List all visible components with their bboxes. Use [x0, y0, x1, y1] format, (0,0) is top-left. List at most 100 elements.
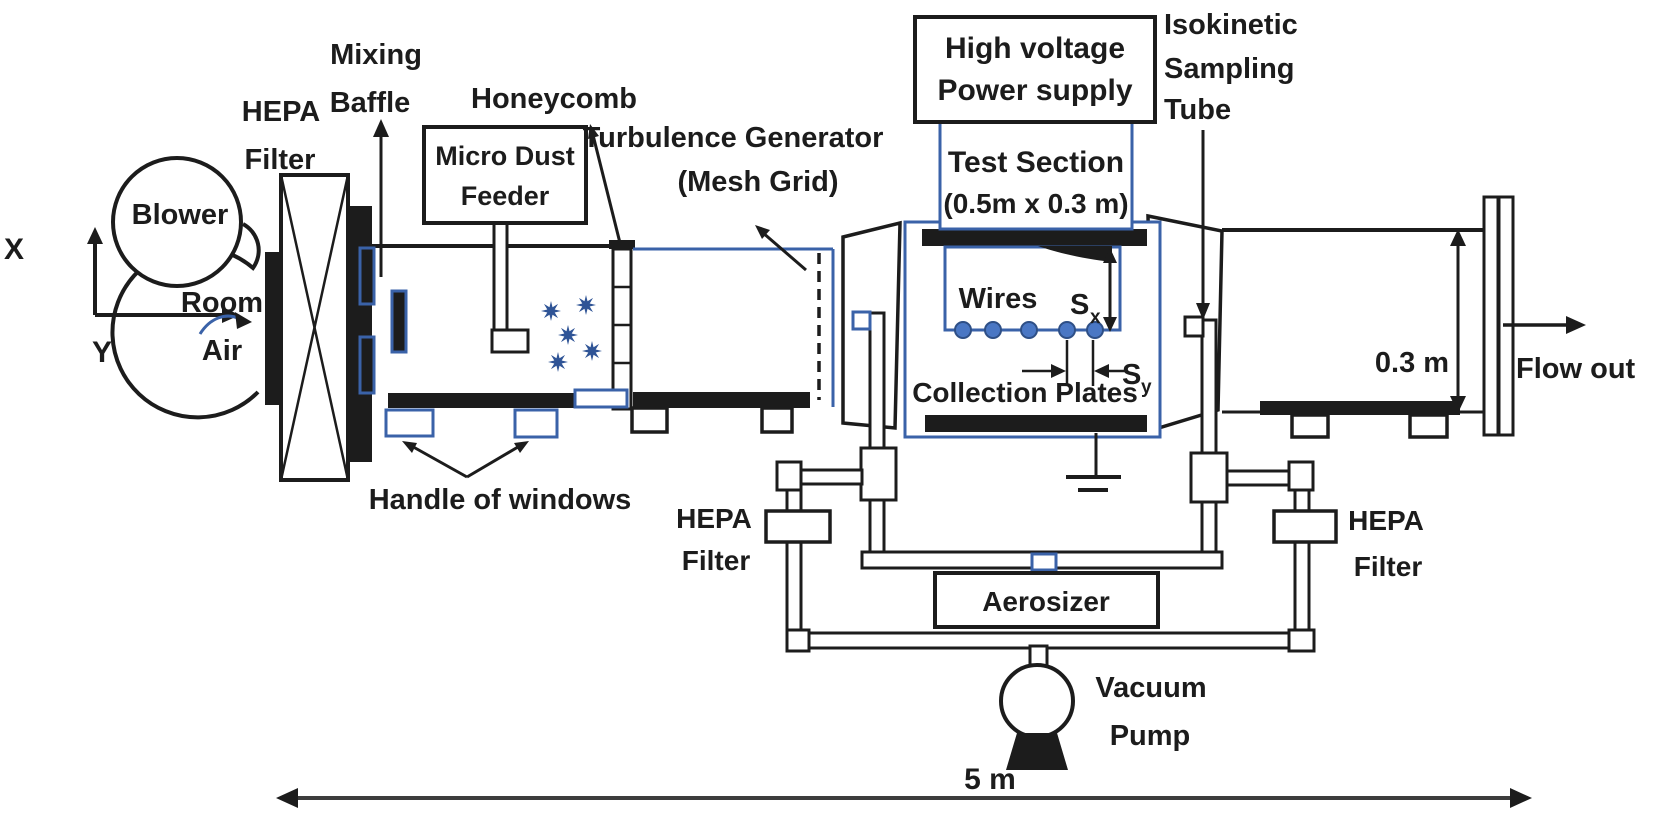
vacuum-pump-icon — [999, 663, 1075, 739]
blower-icon — [111, 156, 243, 288]
callout-arrow-icon — [588, 124, 599, 139]
turbulence-label-1: Turbulence Generator — [583, 122, 884, 154]
hepa-left-label-2: Filter — [682, 545, 751, 576]
mixing-baffle-icon — [358, 335, 376, 395]
test-section-label-2: (0.5m x 0.3 m) — [943, 188, 1128, 219]
isokinetic-label-1: Isokinetic — [1164, 9, 1298, 41]
loop-riser-right — [1293, 469, 1311, 650]
callout-arrow-icon — [1196, 303, 1210, 320]
honeycomb — [609, 240, 635, 411]
room-air-label-2: Air — [202, 335, 242, 367]
hepa-right-flange — [348, 206, 372, 462]
honeycomb-label: Honeycomb — [471, 83, 637, 115]
window-handle — [573, 388, 629, 409]
mixing-duct — [358, 244, 615, 439]
top-callouts: Mixing Baffle Honeycomb Turbulence Gener… — [330, 39, 884, 277]
dust-particle-icon — [558, 325, 578, 345]
callout-arrow-icon — [514, 441, 529, 453]
vacuum-pump-label-2: Pump — [1110, 720, 1191, 752]
x-axis-label: X — [4, 233, 24, 266]
power-supply-box — [913, 15, 1157, 124]
loop-riser-left — [785, 468, 803, 650]
sx-label: S — [1070, 289, 1089, 321]
high-voltage-power-supply: High voltage Power supply Test Section (… — [913, 15, 1157, 231]
tube-coupler — [859, 446, 898, 502]
mixing-baffle-label-2: Baffle — [330, 87, 411, 119]
test-section-label-box — [938, 120, 1134, 231]
right-sampling-tube — [1200, 318, 1218, 556]
overall-length-dimension: 5 m — [276, 763, 1532, 808]
sampling-loop: HEPA Filter HEPA Filter Aerosizer Vacuum… — [676, 310, 1424, 770]
flow-out-label: Flow out — [1516, 353, 1636, 385]
handle-windows-label: Handle of windows — [369, 484, 632, 516]
discharge-wire-icon — [1086, 321, 1104, 339]
duct-foot — [1408, 413, 1449, 439]
pump-base-icon — [1006, 733, 1068, 770]
manifold-port — [1030, 552, 1058, 572]
isokinetic-label-2: Sampling — [1164, 53, 1295, 85]
sy-arrow-icon — [1051, 364, 1066, 378]
power-supply-label-2: Power supply — [937, 74, 1132, 107]
pipe-corner-flange — [1287, 628, 1316, 653]
coordinate-axes: X Y — [4, 227, 240, 369]
hepa-filter-left-box — [764, 509, 832, 544]
window-handle — [513, 408, 559, 439]
feeder-nozzle — [490, 328, 530, 354]
honeycomb-cap — [609, 240, 635, 249]
x-axis-arrow-icon — [87, 227, 103, 244]
hepa-filter-right-box — [1272, 509, 1338, 544]
honeycomb-body — [611, 247, 633, 411]
discharge-wire-icon — [984, 321, 1002, 339]
end-flange — [1497, 195, 1515, 437]
duct-foot — [630, 406, 669, 434]
room-air-arrow-icon — [235, 312, 252, 329]
loop-pipe-right — [1225, 469, 1297, 487]
isokinetic-callout: Isokinetic Sampling Tube — [1164, 9, 1298, 320]
flow-wedge-icon — [1038, 246, 1112, 262]
inlet-hepa-filter: HEPA Filter — [242, 96, 372, 482]
test-section: Wires S x S y Collection Plates — [903, 220, 1162, 492]
collection-plates-label: Collection Plates — [912, 377, 1138, 408]
callout-arrow-icon — [402, 441, 417, 453]
sy-arrow-icon — [1094, 364, 1109, 378]
window-handle — [384, 408, 435, 438]
aerosizer-box — [933, 571, 1160, 629]
blower: Blower Room Air — [110, 156, 263, 420]
dim-arrow-right — [1510, 788, 1532, 808]
callout-arrow-icon — [755, 225, 770, 239]
left-sampling-port — [851, 310, 872, 331]
feeder-label-1: Micro Dust — [435, 141, 575, 171]
feeder-box — [422, 125, 588, 225]
hepa-right-label-2: Filter — [1354, 551, 1423, 582]
pipe-corner-flange — [785, 628, 811, 653]
height-arrow-icon — [1450, 229, 1466, 246]
callout-arrow-icon — [373, 119, 389, 137]
turbulence-duct — [573, 247, 835, 434]
hepa-left-flange — [265, 252, 281, 405]
sx-arrow-icon — [1103, 248, 1117, 263]
hepa-right-label-1: HEPA — [1348, 505, 1424, 536]
hepa-main-label-2: Filter — [245, 144, 316, 176]
collection-plate-bottom — [925, 415, 1147, 432]
aerosizer-label: Aerosizer — [982, 586, 1110, 617]
isokinetic-label-3: Tube — [1164, 94, 1231, 126]
wires-label: Wires — [959, 283, 1038, 315]
pipe-corner-flange — [775, 460, 803, 492]
discharge-wire-icon — [954, 321, 972, 339]
dim-arrow-left — [276, 788, 298, 808]
dust-particle-icon — [541, 301, 561, 321]
room-air-label-1: Room — [181, 287, 263, 319]
right-sampling-port — [1183, 315, 1205, 338]
discharge-wire-icon — [1020, 321, 1038, 339]
y-axis-label: Y — [92, 336, 112, 369]
sx-arrow-icon — [1103, 317, 1117, 332]
height-arrow-icon — [1450, 396, 1466, 413]
micro-dust-feeder: Micro Dust Feeder — [422, 125, 588, 354]
dust-particle-icon — [576, 295, 596, 315]
duct-foot — [1290, 413, 1330, 439]
turbulence-label-2: (Mesh Grid) — [677, 166, 838, 198]
blower-volute-icon — [110, 222, 261, 420]
duct-foot — [760, 406, 794, 434]
